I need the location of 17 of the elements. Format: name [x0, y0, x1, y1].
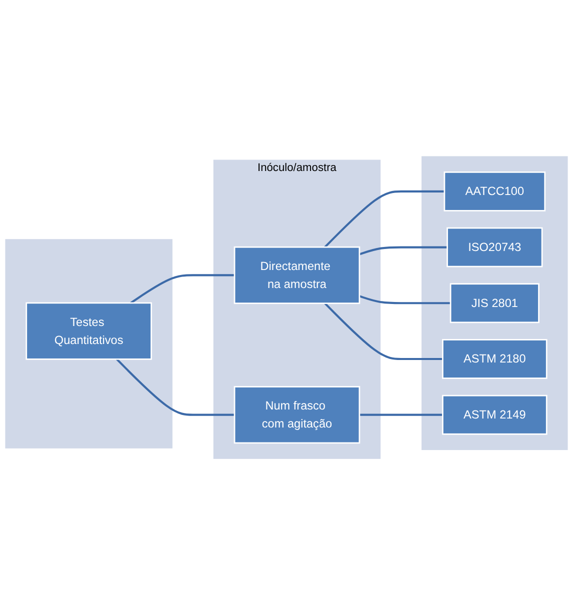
node-box: ASTM 2180 — [442, 339, 548, 380]
connector — [130, 274, 235, 304]
connector — [324, 303, 443, 360]
cluster — [5, 240, 172, 449]
node-box: AATCC100 — [444, 172, 546, 212]
node-box: ASTM 2149 — [442, 395, 548, 436]
node-box: Directamente na amostra — [234, 246, 360, 304]
cluster — [422, 156, 568, 450]
node-box: JIS 2801 — [450, 284, 540, 324]
node-box: Testes Quantitativos — [26, 302, 152, 360]
connector — [116, 358, 235, 416]
connector — [359, 246, 448, 256]
connector — [324, 190, 444, 248]
node-box: Num frasco com agitação — [234, 386, 360, 444]
node-box: ISO20743 — [446, 228, 543, 268]
connector — [359, 414, 443, 416]
connector — [359, 296, 451, 305]
